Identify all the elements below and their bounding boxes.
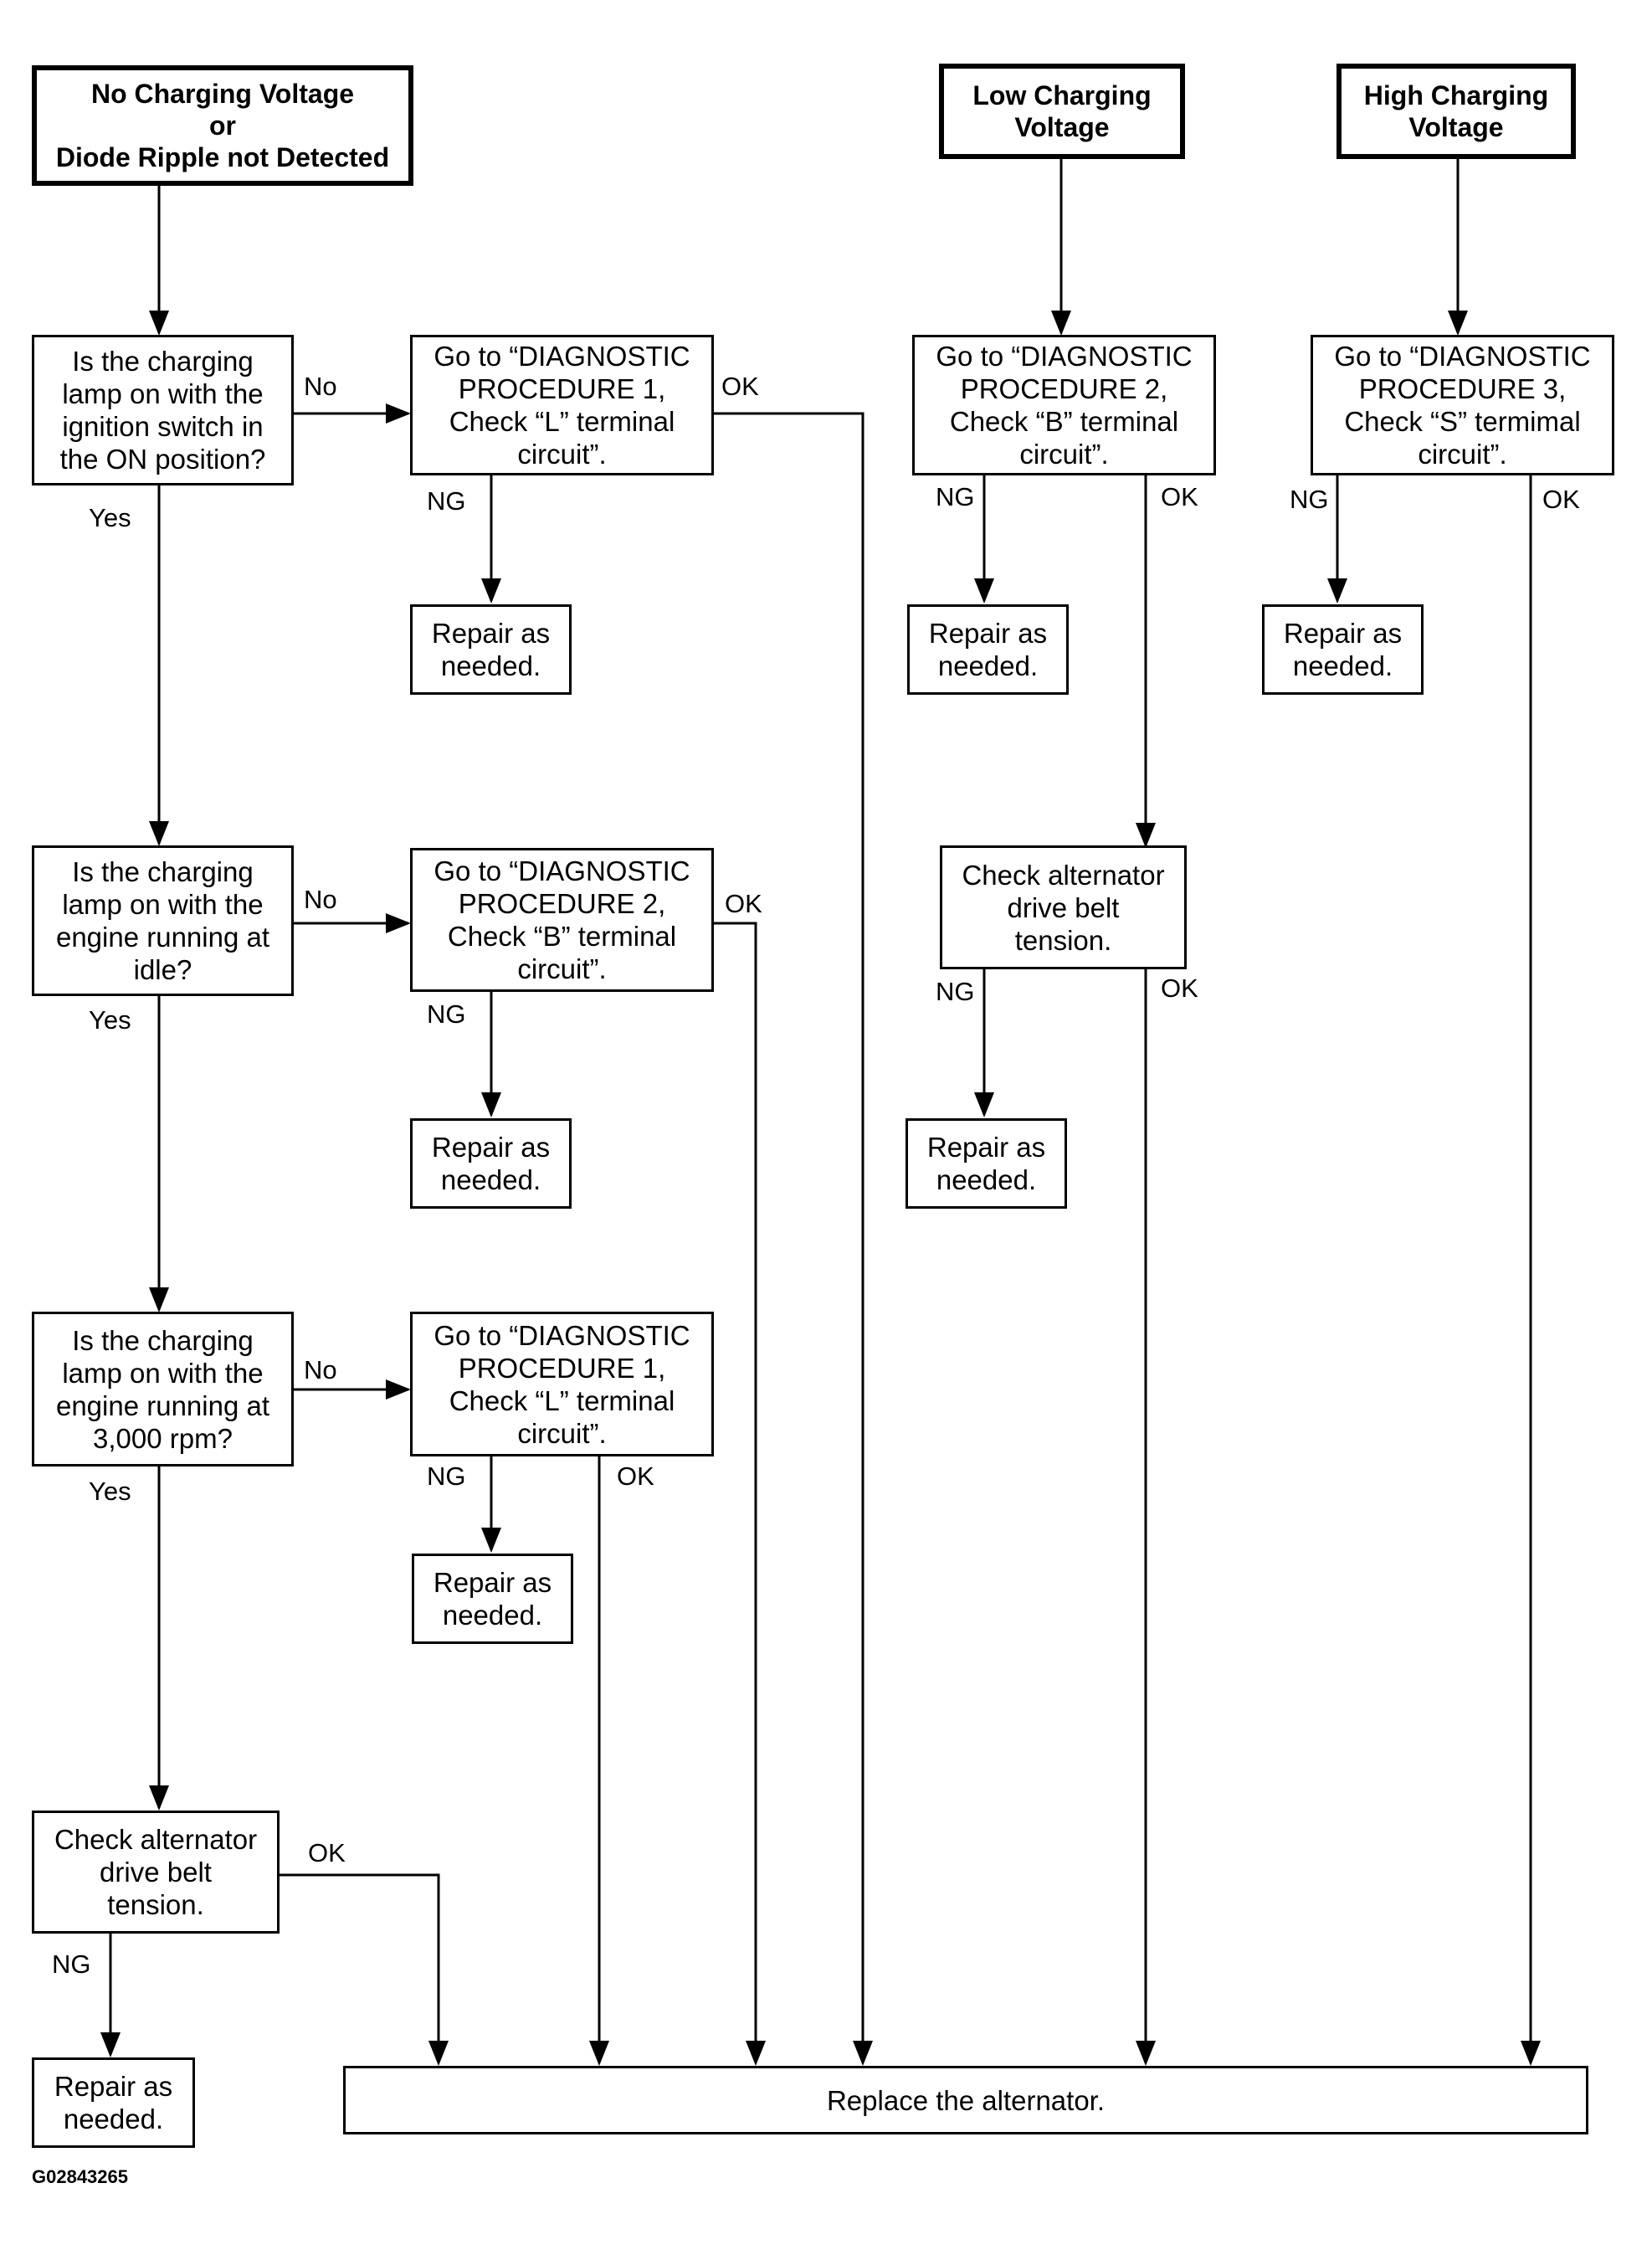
repair-box-p2-top: Repair as needed. — [907, 604, 1069, 695]
replace-alternator-box: Replace the alternator. — [343, 2066, 1588, 2134]
question-ignition-on: Is the charging lamp on with the ignitio… — [32, 335, 294, 485]
label-ok-p1-top: OK — [721, 372, 759, 401]
low-charging-voltage-header: Low Charging Voltage — [939, 64, 1185, 159]
label-yes-q2: Yes — [89, 1005, 131, 1035]
label-ng-p1-low: NG — [427, 1461, 466, 1491]
repair-box-belt-left: Repair as needed. — [32, 2057, 195, 2148]
figure-id: G02843265 — [32, 2166, 128, 2187]
label-ok-p2-mid: OK — [725, 889, 762, 918]
procedure-2-b-terminal-mid: Go to “DIAGNOSTIC PROCEDURE 2, Check “B”… — [410, 848, 714, 992]
label-ok-belt-right: OK — [1161, 973, 1198, 1003]
procedure-1-l-terminal-low: Go to “DIAGNOSTIC PROCEDURE 1, Check “L”… — [410, 1312, 714, 1456]
check-belt-tension-left: Check alternator drive belt tension. — [32, 1811, 280, 1934]
high-charging-voltage-header: High Charging Voltage — [1336, 64, 1576, 159]
connector-p2mid-ok — [713, 922, 766, 2066]
question-engine-idle: Is the charging lamp on with the engine … — [32, 845, 294, 996]
procedure-3-s-terminal: Go to “DIAGNOSTIC PROCEDURE 3, Check “S”… — [1311, 335, 1614, 475]
connector-p1top-ok — [713, 412, 873, 2066]
label-ng-p2-mid: NG — [427, 999, 466, 1029]
label-ng-p1-top: NG — [427, 486, 466, 516]
repair-box-p1-top: Repair as needed. — [410, 604, 572, 695]
procedure-1-l-terminal-top: Go to “DIAGNOSTIC PROCEDURE 1, Check “L”… — [410, 335, 714, 475]
label-no-q2: No — [304, 885, 337, 914]
label-ng-p2-top: NG — [936, 482, 975, 511]
repair-box-belt-right: Repair as needed. — [906, 1118, 1067, 1209]
label-no-q3: No — [304, 1355, 337, 1384]
label-ok-belt-left: OK — [308, 1838, 346, 1867]
repair-box-p3: Repair as needed. — [1262, 604, 1424, 695]
label-ok-p1-low: OK — [617, 1461, 654, 1491]
label-yes-q1: Yes — [89, 503, 131, 532]
connector-belt-ok — [279, 1873, 449, 2066]
procedure-2-b-terminal-top: Go to “DIAGNOSTIC PROCEDURE 2, Check “B”… — [912, 335, 1216, 475]
question-engine-3000rpm: Is the charging lamp on with the engine … — [32, 1312, 294, 1467]
label-no-q1: No — [304, 372, 337, 401]
label-ok-p3: OK — [1542, 485, 1580, 514]
label-ng-belt-left: NG — [52, 1949, 91, 1979]
label-ok-p2-top: OK — [1161, 482, 1198, 511]
label-ng-belt-right: NG — [936, 977, 975, 1006]
label-ng-p3: NG — [1290, 485, 1329, 514]
repair-box-p2-mid: Repair as needed. — [410, 1118, 572, 1209]
no-charging-voltage-header: No Charging Voltage or Diode Ripple not … — [32, 65, 413, 186]
label-yes-q3: Yes — [89, 1477, 131, 1506]
check-belt-tension-right: Check alternator drive belt tension. — [940, 845, 1187, 969]
repair-box-p1-low: Repair as needed. — [412, 1554, 573, 1644]
